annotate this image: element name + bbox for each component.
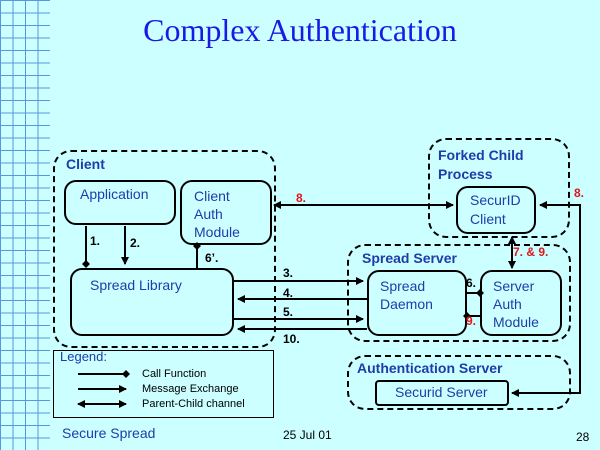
spread-daemon-box — [367, 270, 467, 336]
legend-message-exchange: Message Exchange — [142, 383, 239, 395]
application-label: Application — [80, 186, 149, 202]
label-2: 2. — [130, 236, 141, 250]
application-box — [64, 180, 176, 225]
label-3: 3. — [283, 266, 294, 280]
footer-date: 25 Jul 01 — [283, 428, 332, 442]
auth-server-group — [347, 355, 571, 410]
legend-call-function: Call Function — [142, 368, 207, 380]
client-auth-module-label: Client Auth Module — [194, 188, 240, 240]
forked-child-group — [428, 138, 570, 238]
label-9: 9. — [466, 314, 477, 328]
spread-library-box — [70, 268, 234, 336]
label-8-right: 8. — [574, 186, 585, 200]
slide-title: Complex Authentication — [143, 12, 457, 48]
client-group — [53, 150, 276, 348]
legend-title: Legend: — [60, 349, 107, 364]
spread-server-group-label: Spread Server — [362, 250, 457, 266]
securid-server-label: Securid Server — [395, 384, 488, 400]
spread-library-label: Spread Library — [90, 277, 182, 293]
label-7-and-9: 7. & 9. — [513, 245, 549, 259]
label-10: 10. — [283, 332, 300, 346]
footer-page-number: 28 — [576, 430, 590, 444]
label-4: 4. — [283, 286, 294, 300]
label-8-left: 8. — [296, 191, 307, 205]
label-1: 1. — [90, 234, 101, 248]
footer-left: Secure Spread — [62, 425, 156, 441]
spread-server-group — [347, 244, 571, 342]
securid-client-label: SecurID Client — [470, 192, 521, 227]
arrow-8-right — [511, 201, 581, 397]
label-6: 6. — [466, 276, 477, 290]
client-auth-module-box — [180, 180, 272, 245]
securid-server-box — [375, 380, 509, 406]
spread-daemon-label: Spread Daemon — [380, 278, 433, 312]
legend-box — [53, 350, 274, 418]
label-6prime: 6’. — [205, 251, 219, 265]
label-5: 5. — [283, 305, 294, 319]
auth-server-group-label: Authentication Server — [357, 360, 503, 376]
client-group-label: Client — [66, 156, 105, 172]
grid-background — [0, 0, 50, 450]
legend-parent-child: Parent-Child channel — [142, 398, 245, 410]
forked-child-group-label: Forked Child Process — [438, 147, 524, 182]
